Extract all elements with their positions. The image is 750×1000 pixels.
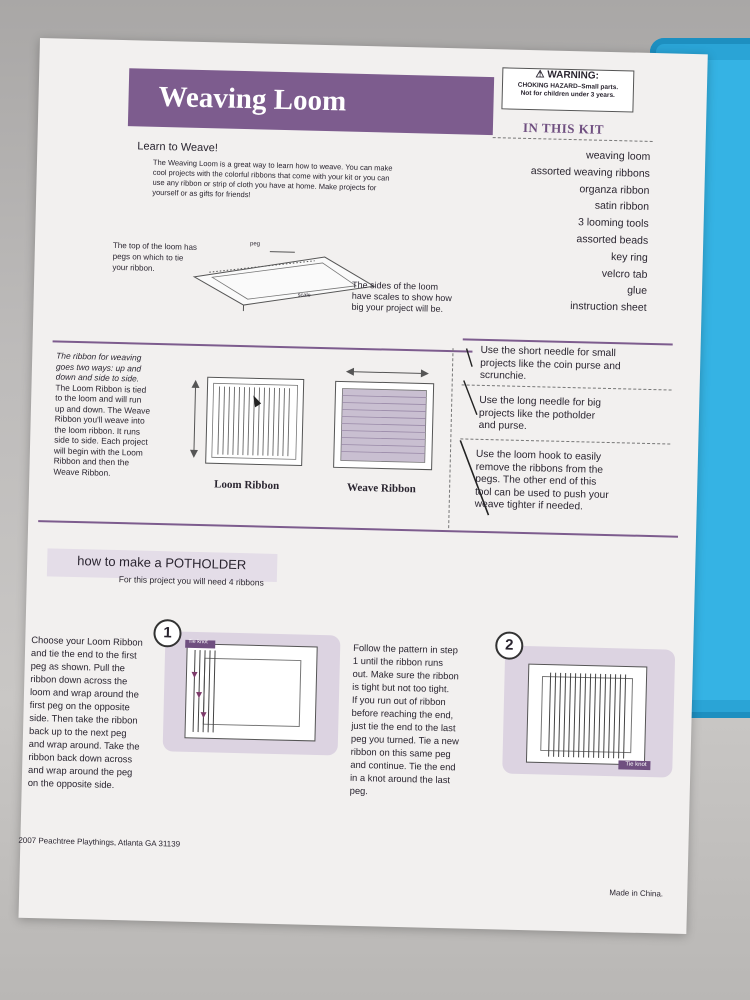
- section-divider: [38, 520, 679, 538]
- kit-item: instruction sheet: [569, 300, 647, 315]
- weave-ribbon-diagram: [333, 367, 435, 471]
- ribbon-direction-caption: The ribbon for weaving goes two ways: up…: [53, 350, 151, 478]
- section-divider: [52, 340, 473, 353]
- kit-list: weaving loom assorted weaving ribbons or…: [488, 145, 651, 317]
- step1-tie-knot-tag: Tie knot: [188, 638, 208, 646]
- tools-divider: [448, 348, 454, 529]
- kit-heading: IN THIS KIT: [522, 119, 605, 137]
- loom-hook-icon: [459, 440, 490, 516]
- warning-triangle-icon: ⚠: [535, 69, 548, 81]
- warning-text: CHOKING HAZARD–Small parts. Not for chil…: [517, 81, 619, 100]
- kit-divider: [492, 137, 653, 142]
- copyright-text: 2007 Peachtree Playthings, Atlanta GA 31…: [18, 835, 181, 849]
- loom-perspective-diagram: [192, 251, 376, 312]
- intro-paragraph: The Weaving Loom is a great way to learn…: [152, 157, 393, 200]
- step2-loom-diagram: [525, 663, 651, 771]
- made-in-text: Made in China.: [609, 888, 664, 899]
- short-needle-icon: [465, 348, 473, 367]
- step1-loom-diagram: [184, 639, 318, 742]
- loom-sides-caption: The sides of the loom have scales to sho…: [351, 279, 452, 314]
- loom-ribbon-label: Loom Ribbon: [213, 478, 280, 492]
- sheet-title: Weaving Loom: [158, 80, 347, 118]
- loom-ribbon-diagram: [189, 376, 305, 467]
- learn-heading: Learn to Weave!: [137, 140, 219, 155]
- weave-ribbon-label: Weave Ribbon: [346, 481, 416, 496]
- scale-label: scale: [297, 292, 311, 299]
- instruction-sheet: Weaving Loom ⚠ WARNING: CHOKING HAZARD–S…: [18, 38, 708, 935]
- long-needle-icon: [463, 380, 478, 416]
- potholder-subheading: For this project you will need 4 ribbons: [118, 574, 264, 588]
- step2-tie-knot-tag: Tie knot: [625, 761, 647, 769]
- needle-tool-icons: [459, 348, 490, 516]
